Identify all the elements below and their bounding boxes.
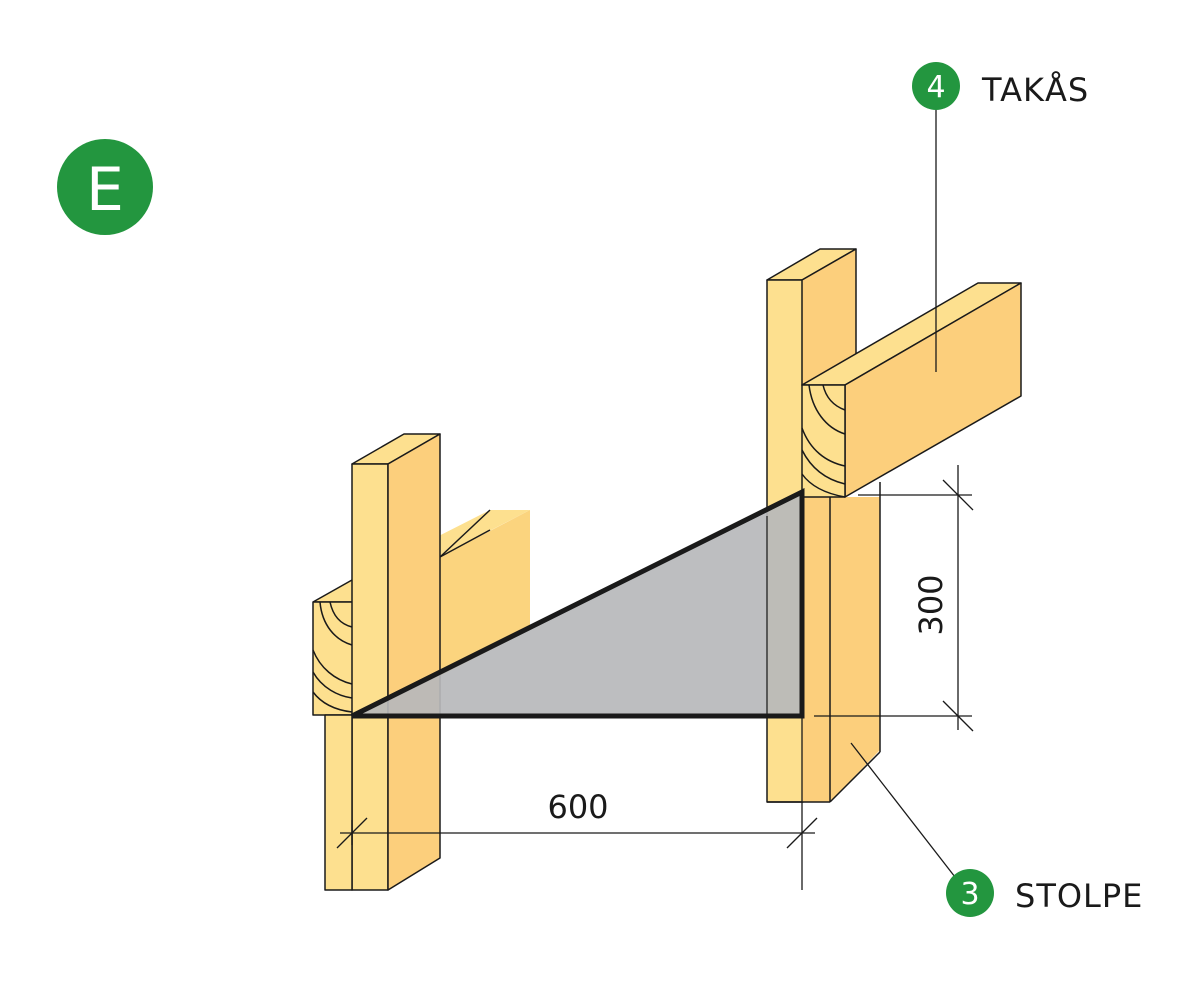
step-badge-circle xyxy=(57,139,153,235)
callout-stolpe-leader xyxy=(850,742,956,878)
callout-stolpe-number: 3 xyxy=(960,877,979,912)
dimension-vertical xyxy=(814,465,974,732)
callout-takas: 4 TAKÅS xyxy=(912,62,1089,372)
dimension-horizontal-label: 600 xyxy=(547,788,608,826)
brace-triangle-fill xyxy=(350,487,805,719)
left-post-front xyxy=(351,463,389,891)
dimension-vertical-label: 300 xyxy=(912,574,950,635)
step-badge-letter: E xyxy=(86,155,124,225)
right-post-lower-side xyxy=(802,497,880,802)
callout-stolpe-label: STOLPE xyxy=(1015,877,1143,915)
callout-stolpe-badge xyxy=(946,869,994,917)
left-beam-side xyxy=(440,510,530,676)
callout-takas-badge xyxy=(912,62,960,110)
dimension-horizontal xyxy=(336,716,818,890)
ridge-beam-end-face xyxy=(801,384,846,498)
callout-takas-label: TAKÅS xyxy=(981,71,1089,109)
callout-takas-number: 4 xyxy=(926,70,945,105)
step-badge: E xyxy=(57,139,153,235)
left-post xyxy=(324,433,441,891)
left-post-lower xyxy=(324,714,353,891)
left-post-side xyxy=(387,433,441,891)
callout-stolpe: 3 STOLPE xyxy=(850,742,1143,917)
brace-triangle xyxy=(350,487,805,719)
ridge-beam-grain xyxy=(801,384,846,498)
left-beam-grain xyxy=(312,601,353,713)
ridge-beam xyxy=(801,282,1022,498)
